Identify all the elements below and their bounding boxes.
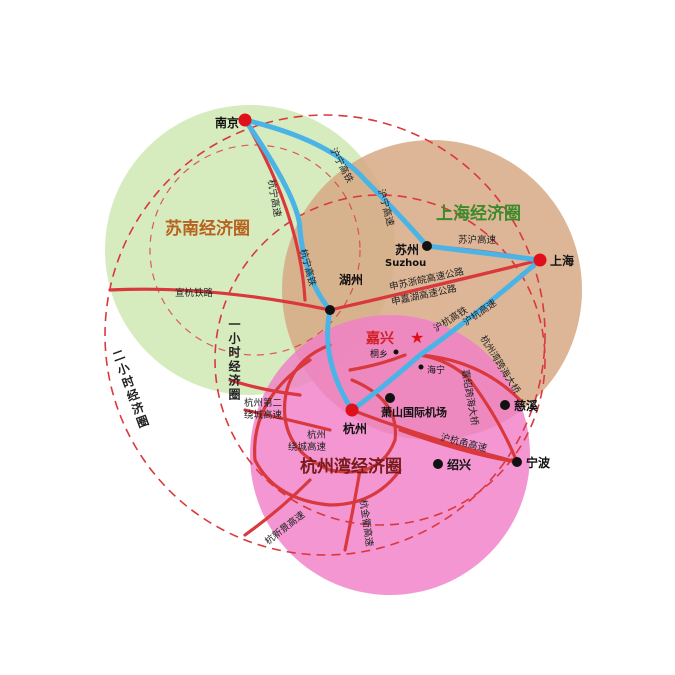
hangzhou-bay-circle bbox=[250, 315, 530, 595]
shanghai-region-label: 上海经济圈 bbox=[436, 203, 521, 224]
suzhou-label: 苏州 bbox=[395, 242, 419, 257]
shanghai-label: 上海 bbox=[550, 253, 574, 268]
shaoxing-label: 绍兴 bbox=[447, 457, 471, 472]
suzhou-marker bbox=[422, 241, 432, 251]
hangzhou-marker bbox=[345, 403, 359, 417]
shanghai-marker bbox=[533, 253, 547, 267]
shaoxing-marker bbox=[433, 459, 443, 469]
hangzhou-ring-label-b: 绕城高速 bbox=[288, 441, 327, 453]
xiaoshan-airport-marker bbox=[385, 393, 395, 403]
tongxiang-label: 桐乡 bbox=[370, 348, 388, 360]
hangzhou-bay-region-label: 杭州湾经济圈 bbox=[300, 456, 402, 477]
hangzhou-ring2-label-a: 杭州第二 bbox=[244, 397, 282, 409]
ningbo-marker bbox=[512, 457, 522, 467]
cixi-marker bbox=[500, 400, 510, 410]
ningbo-label: 宁波 bbox=[526, 455, 551, 470]
suzhou-en-label: Suzhou bbox=[385, 258, 426, 269]
huzhou-label: 湖州 bbox=[339, 272, 363, 287]
su-hu-gaosu-label: 苏沪高速 bbox=[458, 234, 497, 246]
jiaxing-star: ★ bbox=[410, 328, 424, 347]
one-hour-ring-label: 一小时经济圈 bbox=[227, 318, 241, 402]
cixi-label: 慈溪 bbox=[514, 398, 539, 413]
one-hour-ring bbox=[214, 194, 546, 526]
hangzhou-ring-label-a: 杭州 bbox=[307, 429, 326, 441]
xiaoshan-airport-label: 萧山国际机场 bbox=[381, 405, 447, 419]
huzhou-marker bbox=[325, 305, 335, 315]
nanjing-marker bbox=[238, 113, 252, 127]
two-hour-ring bbox=[104, 114, 546, 556]
sunan-region-label: 苏南经济圈 bbox=[165, 218, 250, 239]
xuanhang-railway-label: 宣杭铁路 bbox=[175, 287, 214, 299]
jiaxing-label: 嘉兴 bbox=[365, 330, 394, 347]
tongxiang-marker bbox=[393, 349, 399, 355]
haining-label: 海宁 bbox=[427, 364, 445, 376]
two-hour-ring-label: 二小时经济圈 bbox=[109, 348, 151, 432]
hangzhou-ring2-label-b: 绕城高速 bbox=[244, 409, 283, 421]
sunan-inner-ring bbox=[149, 144, 361, 356]
haining-marker bbox=[418, 364, 424, 370]
hangzhou-label: 杭州 bbox=[343, 421, 367, 436]
city-markers: ★ bbox=[238, 113, 547, 469]
nanjing-label: 南京 bbox=[215, 115, 239, 130]
